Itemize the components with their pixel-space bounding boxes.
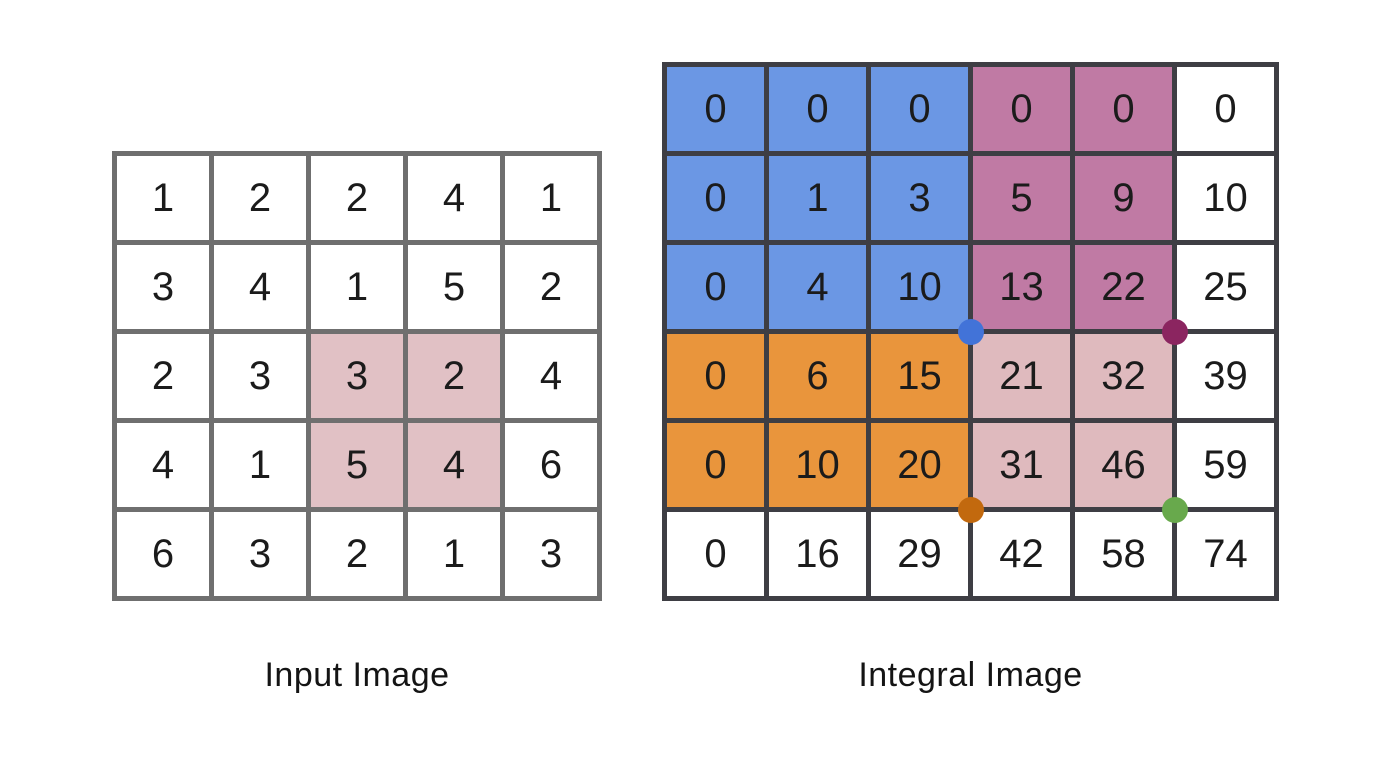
- integral-grid-cell: 29: [871, 512, 968, 596]
- input-grid-cell: 5: [408, 245, 500, 329]
- input-grid-cell: 2: [505, 245, 597, 329]
- input-grid-cell: 3: [214, 334, 306, 418]
- input-grid-cell: 2: [311, 512, 403, 596]
- integral-grid-cell: 0: [1075, 67, 1172, 151]
- integral-grid-cell: 21: [973, 334, 1070, 418]
- maroon-marker-dot-icon: [1161, 318, 1188, 345]
- input-grid-cell: 6: [505, 423, 597, 507]
- integral-grid-cell: 32: [1075, 334, 1172, 418]
- input-grid-cell: 2: [408, 334, 500, 418]
- green-marker-dot-icon: [1161, 496, 1188, 523]
- input-grid-cell: 3: [505, 512, 597, 596]
- integral-grid-cell: 15: [871, 334, 968, 418]
- integral-grid-cell: 25: [1177, 245, 1274, 329]
- input-grid-cell: 4: [214, 245, 306, 329]
- integral-grid-cell: 20: [871, 423, 968, 507]
- integral-grid-cell: 74: [1177, 512, 1274, 596]
- integral-grid-cell: 0: [667, 156, 764, 240]
- orange-marker-dot-icon: [957, 496, 984, 523]
- input-grid-cell: 2: [311, 156, 403, 240]
- integral-grid-cell: 58: [1075, 512, 1172, 596]
- input-grid-cell: 4: [117, 423, 209, 507]
- integral-grid-cell: 0: [973, 67, 1070, 151]
- input-grid-cell: 1: [408, 512, 500, 596]
- input-grid-cell: 1: [214, 423, 306, 507]
- integral-grid-cell: 16: [769, 512, 866, 596]
- integral-grid-cell: 3: [871, 156, 968, 240]
- integral-grid-cell: 9: [1075, 156, 1172, 240]
- integral-grid-cell: 0: [667, 245, 764, 329]
- integral-grid-cell: 0: [1177, 67, 1274, 151]
- input-grid-cell: 3: [311, 334, 403, 418]
- input-grid-cell: 1: [311, 245, 403, 329]
- input-grid-cell: 4: [505, 334, 597, 418]
- input-grid-cell: 3: [117, 245, 209, 329]
- integral-grid-cell: 10: [871, 245, 968, 329]
- integral-grid-cell: 0: [667, 423, 764, 507]
- integral-image-caption: Integral Image: [858, 656, 1083, 694]
- input-grid-cell: 4: [408, 423, 500, 507]
- input-image-caption: Input Image: [264, 656, 450, 694]
- integral-grid-cell: 22: [1075, 245, 1172, 329]
- input-grid-cell: 4: [408, 156, 500, 240]
- input-grid-cell: 2: [117, 334, 209, 418]
- integral-grid-cell: 10: [769, 423, 866, 507]
- integral-grid-cell: 6: [769, 334, 866, 418]
- integral-grid-cell: 0: [769, 67, 866, 151]
- input-grid-cell: 1: [505, 156, 597, 240]
- integral-grid-cell: 31: [973, 423, 1070, 507]
- integral-grid-cell: 13: [973, 245, 1070, 329]
- input-grid-cell: 3: [214, 512, 306, 596]
- integral-grid-cell: 0: [667, 334, 764, 418]
- integral-grid-cell: 1: [769, 156, 866, 240]
- integral-grid-cell: 0: [667, 512, 764, 596]
- integral-grid-cell: 5: [973, 156, 1070, 240]
- integral-grid-cell: 59: [1177, 423, 1274, 507]
- integral-grid-cell: 0: [871, 67, 968, 151]
- input-grid-cell: 6: [117, 512, 209, 596]
- integral-grid-cell: 42: [973, 512, 1070, 596]
- input-grid-cell: 5: [311, 423, 403, 507]
- integral-grid-cell: 46: [1075, 423, 1172, 507]
- blue-marker-dot-icon: [957, 318, 984, 345]
- input-grid-cell: 1: [117, 156, 209, 240]
- integral-grid-cell: 39: [1177, 334, 1274, 418]
- integral-grid-cell: 10: [1177, 156, 1274, 240]
- input-grid-cell: 2: [214, 156, 306, 240]
- integral-grid-cell: 0: [667, 67, 764, 151]
- integral-grid-cell: 4: [769, 245, 866, 329]
